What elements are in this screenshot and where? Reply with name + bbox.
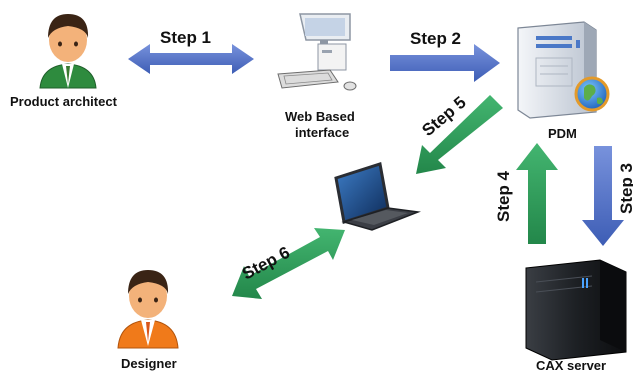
web-interface-label-line1: Web Based: [285, 109, 355, 124]
step4-label: Step 4: [494, 170, 513, 222]
step3-arrow: [582, 146, 624, 246]
step1-arrow: [128, 44, 254, 74]
step5-arrow: [416, 95, 503, 174]
laptop-icon: [334, 162, 421, 231]
desktop-computer-icon: [277, 13, 357, 91]
web-interface-label-line2: interface: [295, 125, 349, 140]
pdm-label: PDM: [548, 126, 577, 141]
step2-label: Step 2: [410, 29, 461, 48]
step4-arrow: [516, 143, 558, 244]
step6-arrow: [232, 228, 345, 299]
pdm-server-icon: [517, 21, 610, 119]
step1-label: Step 1: [160, 28, 211, 47]
designer-icon: [117, 270, 179, 349]
cax-server-label: CAX server: [536, 358, 606, 373]
step3-label: Step 3: [617, 163, 633, 214]
step2-arrow: [390, 44, 500, 82]
designer-label: Designer: [121, 356, 177, 371]
product-architect-icon: [39, 14, 97, 89]
product-architect-label: Product architect: [10, 94, 118, 109]
cax-server-icon: [525, 259, 627, 361]
